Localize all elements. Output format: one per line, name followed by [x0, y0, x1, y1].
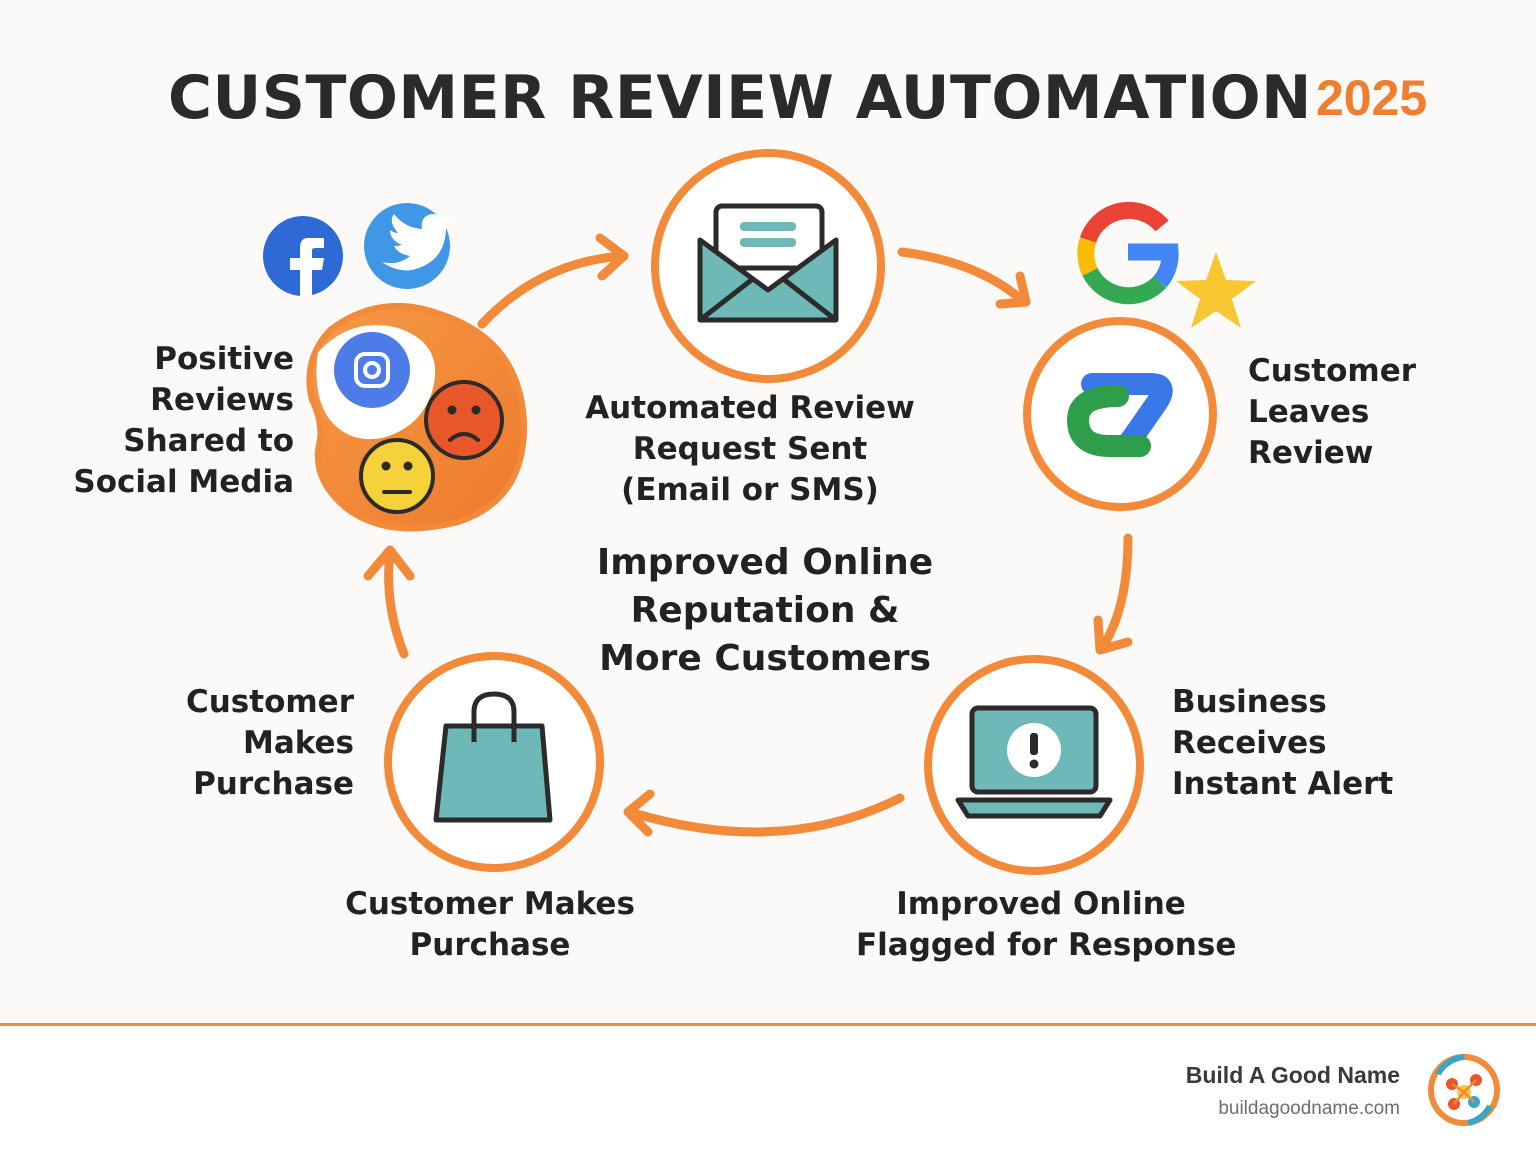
label-line: Customer — [185, 684, 354, 720]
caption-line: Flagged for Response — [856, 927, 1237, 963]
center-line: Reputation & — [630, 590, 900, 631]
label-line: Positive — [154, 341, 294, 377]
cycle-arrows — [363, 233, 1133, 837]
twitter-icon — [364, 203, 452, 289]
label-line: Request Sent — [632, 431, 868, 467]
label-line: Shared to — [123, 423, 294, 459]
label-line: Review — [1248, 435, 1374, 471]
caption-line: Customer Makes — [345, 886, 635, 922]
review-request-label: Automated Review Request Sent (Email or … — [570, 388, 930, 511]
customer-review-label: Customer Leaves Review — [1248, 351, 1416, 474]
brand-logo-icon — [1428, 1054, 1500, 1126]
google-g-icon — [1077, 201, 1179, 305]
footer-divider — [0, 1023, 1536, 1026]
business-alert-caption: Improved Online Flagged for Response — [856, 884, 1237, 966]
envelope-icon — [697, 203, 839, 323]
step-customer-review — [1023, 201, 1256, 511]
label-line: Customer — [1248, 353, 1417, 389]
caption-line: Purchase — [409, 927, 571, 963]
star-icon — [1176, 252, 1256, 328]
google-review-icon — [1066, 373, 1173, 457]
brand-name: Build A Good Name — [1185, 1062, 1400, 1088]
step-business-alert — [924, 655, 1144, 875]
center-line: More Customers — [599, 638, 931, 679]
label-line: Social Media — [73, 464, 294, 500]
arrow-purchase-to-social — [363, 545, 415, 659]
page-title: CUSTOMER REVIEW AUTOMATION — [168, 63, 1312, 133]
step-review-request — [651, 149, 885, 383]
sad-face-icon — [424, 380, 504, 460]
instagram-icon — [334, 332, 410, 408]
arrow-request-to-review — [897, 247, 1031, 309]
shopping-bag-icon — [433, 691, 553, 823]
title-year: 2025 — [1316, 70, 1428, 126]
footer — [0, 1026, 1536, 1154]
step-social-share — [263, 203, 528, 532]
arrow-alert-to-purchase — [623, 789, 905, 837]
business-alert-label: Business Receives Instant Alert — [1172, 682, 1393, 805]
label-line: Business — [1172, 684, 1327, 720]
label-line: Purchase — [193, 766, 354, 802]
social-share-label: Positive Reviews Shared to Social Media — [60, 339, 294, 503]
purchase-caption: Customer Makes Purchase — [340, 884, 640, 966]
label-line: Receives — [1172, 725, 1327, 761]
brand-url[interactable]: buildagoodname.com — [1218, 1098, 1400, 1119]
arrow-social-to-request — [477, 233, 629, 329]
label-line: Reviews — [150, 382, 294, 418]
caption-line: Improved Online — [896, 886, 1186, 922]
arrow-review-to-alert — [1093, 533, 1133, 655]
label-line: Automated Review — [585, 390, 915, 426]
label-line: Makes — [242, 725, 354, 761]
step-circle — [1023, 317, 1217, 511]
neutral-face-icon — [359, 438, 435, 514]
facebook-icon — [263, 216, 343, 296]
laptop-alert-icon — [955, 705, 1113, 819]
label-line: Leaves — [1248, 394, 1370, 430]
center-line: Improved Online — [596, 542, 934, 583]
label-line: (Email or SMS) — [621, 472, 879, 508]
social-sentiment-icon — [306, 303, 528, 532]
purchase-label: Customer Makes Purchase — [150, 682, 354, 805]
label-line: Instant Alert — [1172, 766, 1394, 802]
center-outcome-label: Improved Online Reputation & More Custom… — [560, 539, 970, 683]
step-purchase — [384, 652, 604, 872]
